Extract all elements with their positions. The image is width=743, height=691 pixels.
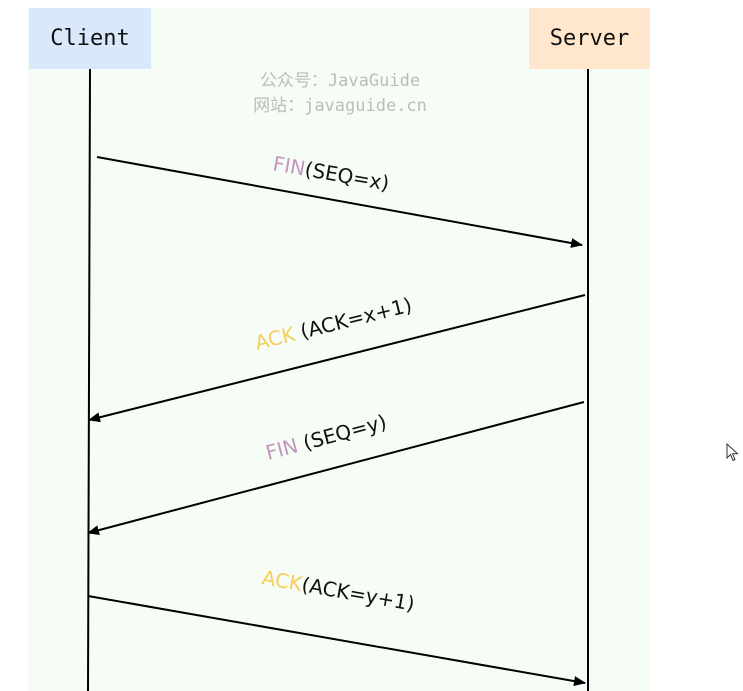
message-flag: FIN xyxy=(271,151,307,180)
message-label-3: FIN (SEQ=y) xyxy=(263,410,389,465)
server-header: Server xyxy=(529,8,650,69)
fin-x-arrow xyxy=(96,156,583,248)
message-label-2: ACK (ACK=x+1) xyxy=(252,293,414,355)
ack-y-arrow xyxy=(87,595,586,687)
message-flag: ACK xyxy=(252,322,298,355)
server-label: Server xyxy=(549,26,630,51)
fin-y-arrow xyxy=(87,401,585,536)
client-header: Client xyxy=(29,8,151,69)
client-lifeline xyxy=(87,68,91,691)
mouse-pointer-icon xyxy=(726,443,739,462)
watermark-line-2: 网站：javaguide.cn xyxy=(253,96,427,116)
message-detail: (ACK=x+1) xyxy=(292,293,415,345)
message-detail: (SEQ=y) xyxy=(294,410,389,457)
message-label-4: ACK(ACK=y+1) xyxy=(260,565,416,615)
watermark-line-1: 公众号：JavaGuide xyxy=(259,71,421,91)
diagram-background xyxy=(28,8,650,691)
message-detail: (ACK=y+1) xyxy=(300,572,417,615)
message-label-1: FIN(SEQ=x) xyxy=(271,151,391,195)
message-detail: (SEQ=x) xyxy=(303,157,391,195)
message-flag: ACK xyxy=(260,565,305,596)
ack-x-arrow xyxy=(88,294,586,423)
client-label: Client xyxy=(50,26,130,51)
